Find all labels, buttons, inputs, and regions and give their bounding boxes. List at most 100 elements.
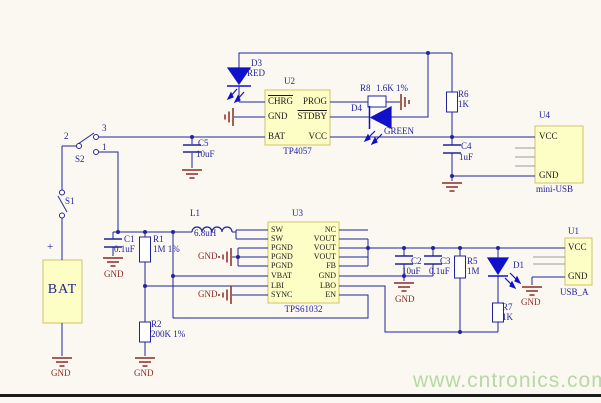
- c5-value-label: 10uF: [196, 149, 215, 159]
- u3-pin-sw2: SW: [271, 234, 283, 243]
- d3-ref-label: D3: [251, 58, 262, 68]
- u3-pin-pgnd2: PGND: [271, 252, 293, 261]
- r1-symbol: [139, 236, 151, 263]
- r8-ref-label: R8: [360, 83, 371, 93]
- u3-pin-sync: SYNC: [271, 290, 293, 299]
- led-symbols: [226, 67, 522, 290]
- d1-ref-label: D1: [513, 260, 524, 270]
- ground-symbols: [52, 94, 542, 367]
- u1-pin-gnd: GND: [568, 271, 588, 281]
- junction-dots: [116, 51, 500, 334]
- ic-boxes: [42, 89, 593, 324]
- u2-ref-label: U2: [284, 76, 295, 86]
- r2-value-label: 200K 1%: [151, 329, 186, 339]
- u3-pin-sw1: SW: [271, 225, 283, 234]
- s2-throw1-contact: [93, 149, 99, 155]
- c2-symbol: [395, 255, 413, 265]
- s1-lever: [57, 195, 68, 213]
- gnd-r8-sideways-symbol: [400, 94, 410, 110]
- c4-symbol: [443, 144, 461, 154]
- u3-pin-pgnd1: PGND: [271, 243, 293, 252]
- gnd-label-pgnd: GND: [198, 251, 218, 261]
- u2-part-label: TP4057: [283, 146, 312, 156]
- c4-ref-label: C4: [461, 141, 472, 151]
- s2-pin3-label: 3: [102, 123, 107, 133]
- u4-pin-gnd: GND: [539, 170, 559, 180]
- u1-body: [564, 237, 593, 286]
- l1-inductor-symbol: [191, 226, 233, 233]
- r5-value-label: 1M: [467, 266, 480, 276]
- r1-ref-label: R1: [153, 234, 164, 244]
- bottom-edge-bar: [0, 394, 601, 397]
- u1-pin-vcc: VCC: [568, 242, 587, 252]
- u3-pin-gnd: GND: [318, 271, 336, 280]
- u2-pin-vcc: VCC: [308, 131, 327, 141]
- r7-symbol: [492, 302, 504, 323]
- c3-value-label: 0.1uF: [429, 266, 450, 276]
- usb-data-stubs: [515, 147, 565, 265]
- r2-ref-label: R2: [151, 319, 162, 329]
- s2-pole-contact: [76, 143, 82, 149]
- u3-pin-vbat: VBAT: [271, 271, 292, 280]
- battery-name-label: BAT: [47, 282, 78, 297]
- u3-body: [267, 221, 340, 304]
- u2-pin-bat: BAT: [268, 131, 286, 141]
- c1-symbol: [104, 238, 122, 248]
- u3-ref-label: U3: [292, 208, 303, 218]
- s2-pin1-label: 1: [102, 142, 107, 152]
- gnd-c1-symbol: [103, 257, 123, 267]
- u3-pin-vout3: VOUT: [313, 252, 336, 261]
- s2-pin2-label: 2: [64, 131, 69, 141]
- c1-value-label: 0.1uF: [114, 244, 135, 254]
- c5-symbol: [183, 144, 201, 153]
- u2-pin-chrg: CHRG: [268, 96, 294, 106]
- gnd-label-sync: GND: [198, 289, 218, 299]
- u2-pin-stdby: STDBY: [297, 111, 327, 121]
- s2-ref-label: S2: [75, 154, 85, 164]
- c5-ref-label: C5: [198, 138, 209, 148]
- wires: [61, 52, 565, 356]
- s1-ref-label: S1: [65, 196, 75, 206]
- gnd-label-bat: GND: [51, 368, 71, 378]
- c1-ref-label: C1: [124, 234, 135, 244]
- battery-plus-label: +: [47, 241, 54, 253]
- gnd-u2-sideways-symbol: [224, 108, 234, 126]
- u4-part-label: mini-USB: [536, 184, 574, 194]
- u3-pin-fb: FB: [326, 261, 336, 270]
- u2-pin-gnd: GND: [268, 111, 288, 121]
- gnd-c5-symbol: [182, 169, 202, 179]
- gnd-sync-sideways-symbol: [222, 286, 232, 304]
- gnd-r2-symbol: [135, 357, 155, 367]
- u3-pin-lbi: LBI: [271, 281, 284, 290]
- gnd-pgnd-sideways-symbol: [222, 248, 232, 266]
- d3-led-red: [226, 67, 252, 104]
- l1-value-label: 6.8uH: [194, 228, 217, 238]
- watermark-text: www.cntronics.com: [413, 369, 601, 392]
- gnd-label-r2: GND: [134, 368, 154, 378]
- u3-pin-nc: NC: [324, 225, 336, 234]
- r7-ref-label: R7: [502, 302, 513, 312]
- r8-symbol: [367, 95, 387, 108]
- capacitor-symbols: [104, 144, 461, 265]
- resistor-symbols: [139, 91, 504, 343]
- u3-pin-lbo: LBO: [320, 281, 336, 290]
- gnd-label-c1: GND: [104, 269, 124, 279]
- r6-value-label: 1K: [458, 99, 469, 109]
- d4-color-label: GREEN: [384, 126, 414, 136]
- gnd-c4-symbol: [442, 182, 462, 192]
- s1-bottom-contact: [59, 212, 65, 219]
- l1-ref-label: L1: [190, 208, 200, 218]
- s1-top-contact: [59, 189, 65, 196]
- u4-body: [534, 125, 584, 184]
- c3-symbol: [424, 255, 442, 265]
- r6-symbol: [446, 91, 458, 113]
- u4-ref-label: U4: [539, 110, 550, 120]
- r1-value-label: 1M 1%: [153, 244, 180, 254]
- u4-pin-vcc: VCC: [539, 131, 558, 141]
- c2-value-label: 10uF: [402, 266, 421, 276]
- u3-pin-pgnd3: PGND: [271, 261, 293, 270]
- d1-led: [486, 257, 522, 290]
- d4-ref-label: D4: [351, 103, 362, 113]
